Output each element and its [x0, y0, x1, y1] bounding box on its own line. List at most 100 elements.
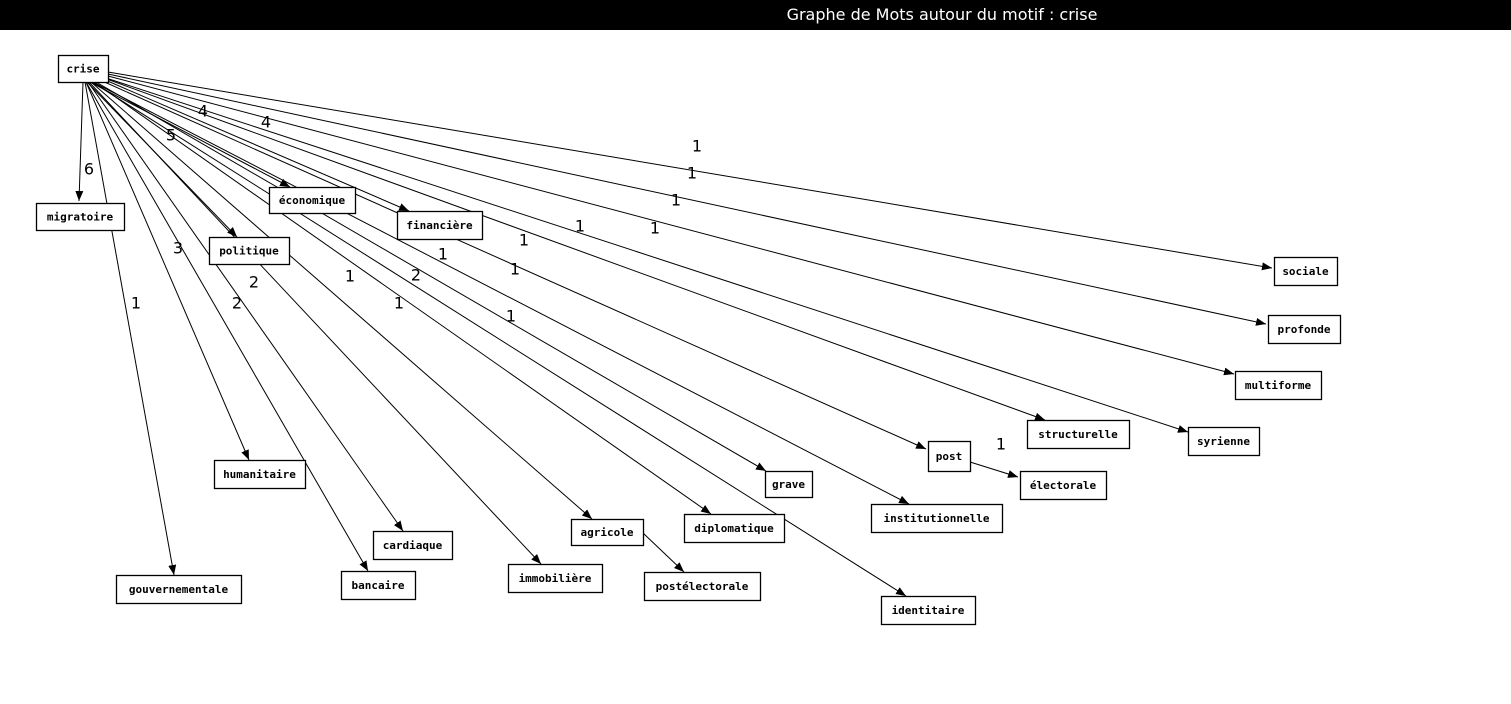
node-institutionnelle[interactable]: institutionnelle	[870, 503, 1004, 534]
nodes-layer: crise migratoire économique financière polit…	[35, 54, 1342, 626]
edge-crise-multiforme	[107, 75, 1235, 376]
node-box	[57, 54, 110, 84]
weight-label-crise-multiforme: 1	[671, 191, 681, 210]
edge-crise-profonde	[107, 73, 1267, 326]
edge-crise-financiere	[95, 75, 410, 212]
weight-label-crise-bancaire: 2	[232, 294, 242, 313]
node-box	[1267, 314, 1342, 345]
node-politique[interactable]: politique	[208, 236, 291, 266]
node-label: diplomatique	[694, 522, 774, 535]
node-box	[268, 186, 357, 215]
edge-crise-agricole	[90, 81, 593, 520]
node-electorale[interactable]: électorale	[1019, 470, 1108, 501]
node-box	[396, 210, 484, 241]
node-label: syrienne	[1197, 435, 1250, 448]
node-box	[340, 570, 417, 601]
edge-crise-cardiaque	[87, 81, 404, 532]
node-migratoire[interactable]: migratoire	[35, 202, 126, 232]
weight-label-crise-structurelle: 1	[575, 217, 585, 236]
node-label: électorale	[1030, 479, 1097, 492]
edge-crise-gouvernementale	[84, 81, 177, 576]
node-gouvernementale[interactable]: gouvernementale	[115, 574, 243, 605]
node-label: humanitaire	[223, 468, 296, 481]
edge-agricole-postelectorale	[642, 532, 685, 573]
node-immobiliere[interactable]: immobilière	[507, 563, 604, 594]
node-label: multiforme	[1245, 379, 1312, 392]
node-multiforme[interactable]: multiforme	[1234, 370, 1323, 401]
edge-crise-bancaire	[85, 81, 369, 572]
node-box	[1026, 419, 1131, 450]
node-syrienne[interactable]: syrienne	[1187, 426, 1261, 457]
node-label: politique	[219, 245, 279, 258]
node-humanitaire[interactable]: humanitaire	[213, 459, 307, 490]
node-label: gouvernementale	[129, 583, 229, 596]
node-box	[372, 530, 454, 561]
node-post[interactable]: post	[927, 440, 972, 473]
weight-label-crise-economique: 4	[198, 102, 208, 121]
node-identitaire[interactable]: identitaire	[880, 595, 977, 626]
edge-crise-humanitaire	[85, 81, 250, 461]
node-box	[35, 202, 126, 232]
node-box	[870, 503, 1004, 534]
node-label: migratoire	[47, 211, 114, 224]
node-box	[683, 513, 786, 544]
node-label: bancaire	[352, 579, 405, 592]
edge-crise-structurelle	[103, 77, 1046, 421]
node-box	[507, 563, 604, 594]
edge-crise-immobiliere	[88, 81, 542, 565]
node-sociale[interactable]: sociale	[1273, 256, 1339, 287]
weight-label-crise-diplomatique: 1	[506, 307, 516, 326]
node-grave[interactable]: grave	[764, 470, 814, 499]
node-box	[1019, 470, 1108, 501]
node-label: sociale	[1282, 265, 1329, 278]
edge-crise-migratoire	[75, 81, 84, 202]
weight-label-crise-politique: 5	[166, 126, 176, 145]
node-crise[interactable]: crise	[57, 54, 110, 84]
node-financiere[interactable]: financière	[396, 210, 484, 241]
edge-crise-syrienne	[105, 77, 1189, 433]
weight-label-crise-grave: 1	[510, 260, 520, 279]
node-diplomatique[interactable]: diplomatique	[683, 513, 786, 544]
edge-crise-economique	[89, 81, 291, 188]
node-box	[570, 518, 645, 547]
weight-label-crise-gouvernementale: 1	[131, 294, 141, 313]
weight-label-crise-syrienne: 1	[650, 219, 660, 238]
node-box	[764, 470, 814, 499]
edge-crise-grave	[95, 81, 767, 472]
edge-crise-institutionnelle	[92, 81, 910, 505]
node-agricole[interactable]: agricole	[570, 518, 645, 547]
node-cardiaque[interactable]: cardiaque	[372, 530, 454, 561]
node-economique[interactable]: économique	[268, 186, 357, 215]
edge-crise-identitaire	[91, 81, 907, 597]
node-label: cardiaque	[383, 539, 443, 552]
edge-crise-sociale	[107, 71, 1273, 271]
node-structurelle[interactable]: structurelle	[1026, 419, 1131, 450]
node-label: identitaire	[892, 604, 965, 617]
weight-label-crise-identitaire: 1	[394, 294, 404, 313]
title-bar: Graphe de Mots autour du motif : crise	[0, 0, 1511, 30]
node-box	[115, 574, 243, 605]
window-title: Graphe de Mots autour du motif : crise	[786, 5, 1098, 24]
node-label: institutionnelle	[884, 512, 990, 525]
node-label: immobilière	[519, 572, 592, 585]
node-label: agricole	[581, 526, 634, 539]
node-postelectorale[interactable]: postélectorale	[643, 571, 762, 602]
node-profonde[interactable]: profonde	[1267, 314, 1342, 345]
edge-crise-diplomatique	[93, 81, 712, 515]
weight-label-crise-institutionnelle: 1	[438, 245, 448, 264]
node-label: post	[936, 450, 963, 463]
node-box	[643, 571, 762, 602]
node-box	[208, 236, 291, 266]
node-bancaire[interactable]: bancaire	[340, 570, 417, 601]
node-label: postélectorale	[656, 580, 749, 593]
node-label: économique	[279, 194, 346, 207]
node-box	[880, 595, 977, 626]
weight-label-crise-immobiliere: 1	[345, 267, 355, 286]
edges-layer	[75, 71, 1273, 597]
node-label: crise	[66, 63, 99, 76]
weight-label-crise-financiere: 4	[261, 113, 271, 132]
node-label: profonde	[1278, 323, 1331, 336]
node-box	[1273, 256, 1339, 287]
